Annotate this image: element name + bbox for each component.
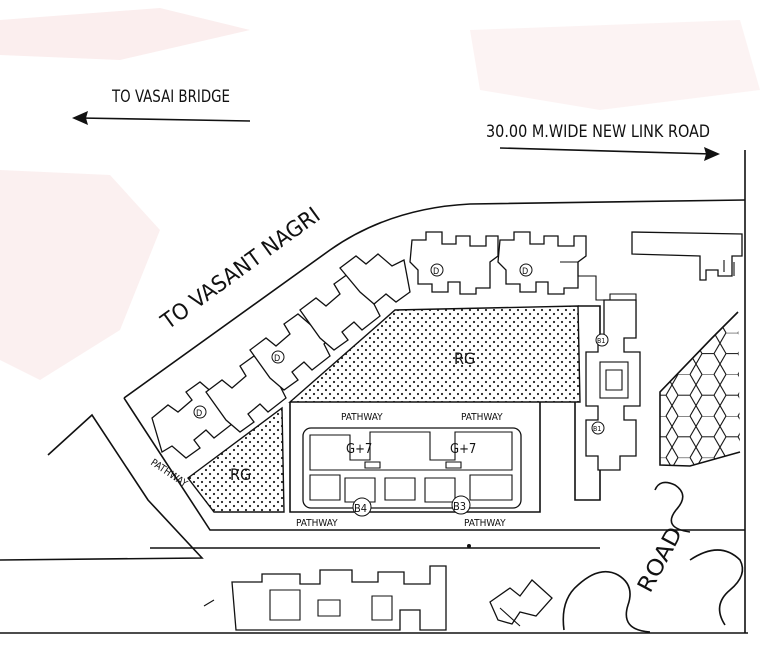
- d-marker: D: [193, 405, 207, 419]
- inner-compound: [289, 402, 541, 513]
- g7-building-block: [302, 427, 522, 509]
- survey-point: [467, 544, 471, 548]
- right-side-buildings: [631, 231, 743, 281]
- curved-road-bottom-right: [562, 481, 744, 633]
- d-buildings-diagonal: [151, 253, 411, 459]
- b1-compound: [574, 305, 601, 501]
- road-edge-lower-left: [0, 413, 204, 561]
- rg-label-small: RG: [230, 465, 251, 484]
- paper-stain: [0, 8, 250, 60]
- d-marker: D: [430, 263, 444, 277]
- b3-marker: B3: [451, 495, 471, 515]
- svg-text:D: D: [274, 354, 280, 364]
- d-marker: D: [271, 350, 285, 364]
- site-frontage: [123, 397, 745, 531]
- svg-text:D: D: [522, 267, 528, 277]
- svg-text:D: D: [433, 267, 439, 277]
- g7-label-right: G+7: [450, 442, 476, 457]
- svg-text:B1: B1: [597, 337, 605, 345]
- svg-text:B4: B4: [354, 502, 367, 515]
- b4-marker: B4: [352, 497, 372, 517]
- g7-label-left: G+7: [346, 442, 372, 457]
- paper-stain: [470, 20, 760, 110]
- svg-text:B3: B3: [453, 500, 466, 513]
- to-vasai-bridge-label: TO VASAI BRIDGE: [111, 87, 230, 107]
- b1-marker: B1: [591, 421, 605, 435]
- pathway-label-bottom-left: PATHWAY: [296, 518, 338, 529]
- pathway-label-bottom-right: PATHWAY: [464, 518, 506, 529]
- d-marker: D: [519, 263, 533, 277]
- link-road-label: 30.00 M.WIDE NEW LINK ROAD: [486, 122, 710, 142]
- rg-label-main: RG: [454, 349, 475, 368]
- pathway-label-top-left: PATHWAY: [341, 412, 383, 423]
- svg-text:D: D: [196, 409, 202, 419]
- arrow-right-icon: [499, 147, 720, 161]
- svg-text:B1: B1: [593, 425, 601, 433]
- pathway-label-top-right: PATHWAY: [461, 412, 503, 423]
- lower-buildings: [203, 565, 553, 631]
- road-edge-upper: [123, 199, 746, 399]
- b1-marker: B1: [595, 333, 609, 347]
- paper-stain: [0, 170, 160, 380]
- recreation-ground-small: [187, 406, 285, 513]
- arrow-left-icon: [72, 111, 251, 125]
